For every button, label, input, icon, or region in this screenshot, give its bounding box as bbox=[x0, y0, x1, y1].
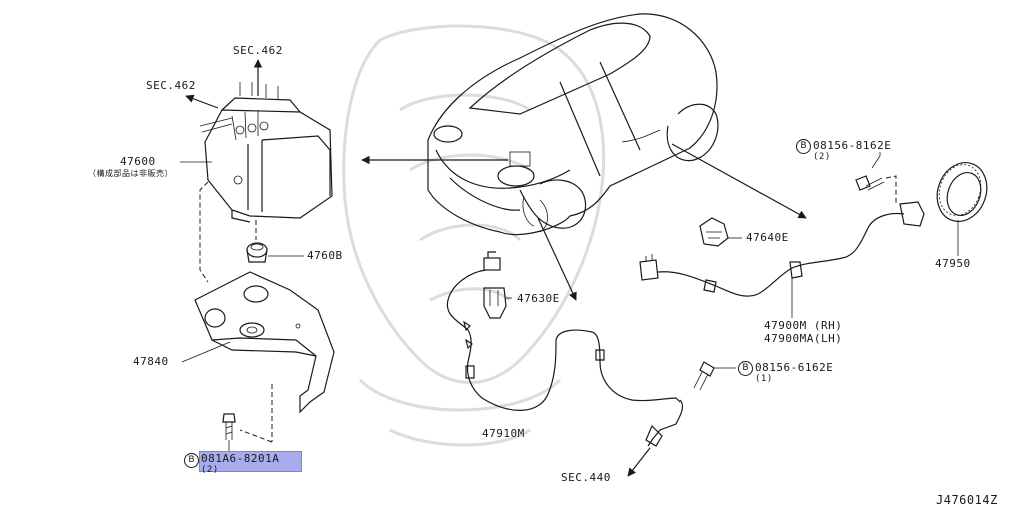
part-47600-note: （構成部品は非販売） bbox=[88, 169, 173, 178]
bracket-drawing bbox=[181, 271, 335, 414]
car-drawing bbox=[427, 13, 719, 236]
sensor-rotor-drawing bbox=[936, 162, 988, 256]
dash-guide-bolt bbox=[239, 384, 273, 443]
part-47910m-label: 47910M bbox=[482, 427, 525, 440]
part-081a6-label[interactable]: 081A6-8201A bbox=[201, 452, 280, 465]
sec462-top-label: SEC.462 bbox=[233, 44, 283, 57]
part-47840-label: 47840 bbox=[133, 355, 169, 368]
rear-sensor-drawing bbox=[639, 201, 925, 318]
part-47600-label: 47600 bbox=[120, 155, 156, 168]
bolt-081a6-drawing bbox=[222, 413, 236, 452]
part-081a6-qty: (2) bbox=[201, 465, 219, 475]
diagram-id: J476014Z bbox=[936, 493, 998, 507]
part-4760b-label: 4760B bbox=[307, 249, 343, 262]
rear-clip-drawing bbox=[699, 217, 742, 247]
part-47900m-label: 47900M (RH) bbox=[764, 319, 843, 332]
front-bracket-drawing bbox=[483, 287, 512, 319]
sec440-label: SEC.440 bbox=[561, 471, 611, 484]
front-harness-drawing bbox=[446, 251, 684, 477]
arrow-to-rear-sensor bbox=[671, 143, 807, 219]
part-08156-6162e-qty: (1) bbox=[755, 374, 773, 384]
part-08156-8162e-qty: (2) bbox=[813, 152, 831, 162]
watermark-emblem bbox=[342, 24, 606, 447]
sec462-left-arrow bbox=[185, 94, 219, 109]
part-47640e-label: 47640E bbox=[746, 231, 789, 244]
bolt-rear-drawing bbox=[855, 152, 897, 204]
part-08156-8162e-label: 08156-8162E bbox=[813, 139, 892, 152]
highlight-box bbox=[199, 451, 302, 472]
b-marker-6162e: B bbox=[738, 361, 753, 376]
part-47900ma-label: 47900MA(LH) bbox=[764, 332, 843, 345]
dash-guide-left bbox=[199, 181, 209, 283]
sec462-left-label: SEC.462 bbox=[146, 79, 196, 92]
bushing-drawing bbox=[246, 242, 304, 263]
part-47950-label: 47950 bbox=[935, 257, 971, 270]
bolt-front-drawing bbox=[693, 361, 736, 391]
abs-actuator-drawing bbox=[199, 82, 333, 223]
arrow-to-front-harness bbox=[537, 217, 577, 301]
part-08156-6162e-label: 08156-6162E bbox=[755, 361, 834, 374]
b-marker-081a6: B bbox=[184, 453, 199, 468]
part-47630e-label: 47630E bbox=[517, 292, 560, 305]
b-marker-8162e: B bbox=[796, 139, 811, 154]
